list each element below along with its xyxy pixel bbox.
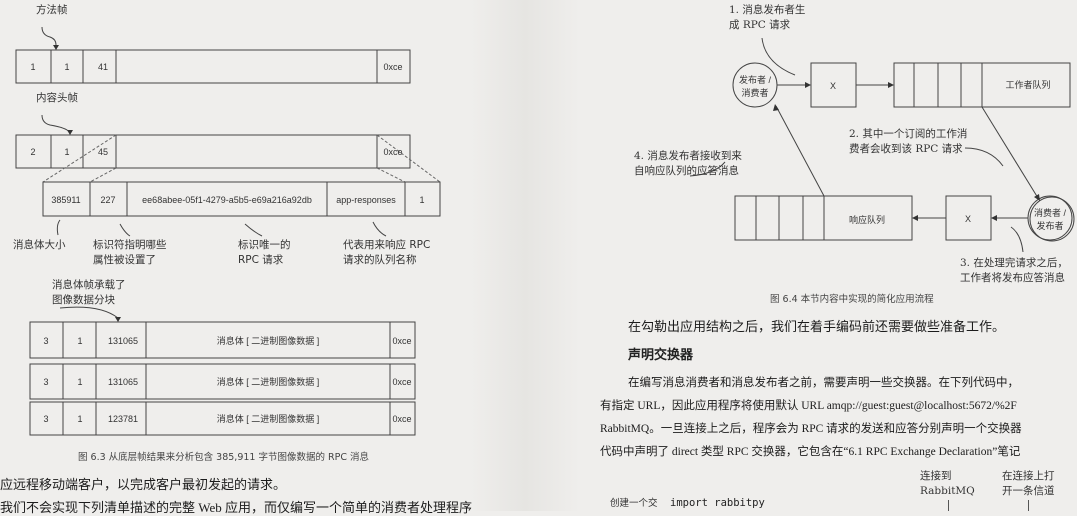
method-frame xyxy=(15,49,411,84)
correlation-annotation: 标识唯一的 RPC 请求 xyxy=(238,238,291,268)
annotation-line-text: 3. 在处理完请求之后， xyxy=(960,257,1068,269)
annotation-line-text: 标识唯一的 xyxy=(238,239,291,251)
cell: 消息体 [ 二进制图像数据 ] xyxy=(217,413,320,424)
node-label: 发布者 / xyxy=(739,74,772,85)
annotation-line-text: 自响应队列的应答消息 xyxy=(634,165,739,177)
cell: 0xce xyxy=(392,414,411,424)
cell: 消息体 [ 二进制图像数据 ] xyxy=(217,335,320,346)
cell: 1 xyxy=(64,147,69,157)
cell: 1 xyxy=(77,377,82,387)
annotation-line-text: 属性被设置了 xyxy=(93,254,156,266)
annotation-line-text: 成 RPC 请求 xyxy=(729,19,791,31)
body-frame-row: 3 1 131065 消息体 [ 二进制图像数据 ] 0xce xyxy=(43,376,411,387)
intro-text: 在勾勒出应用结构之后，我们在着手编码前还需要做些准备工作。 xyxy=(628,319,1006,334)
cell: 1 xyxy=(30,62,35,72)
annotation-line-text: 2. 其中一个订阅的工作消 xyxy=(849,128,968,140)
body-frame-row: 3 1 123781 消息体 [ 二进制图像数据 ] 0xce xyxy=(43,413,411,424)
cell: 227 xyxy=(100,195,115,205)
cell: 41 xyxy=(98,62,108,72)
code-line: import rabbitpy xyxy=(670,497,765,509)
annotation-line-text: 开一条信道 xyxy=(1002,485,1055,497)
cell: 131065 xyxy=(108,336,138,346)
annotation-line-text: 标识符指明哪些 xyxy=(93,239,167,251)
code-annotation-create: 创建一个交 xyxy=(610,498,658,509)
annotation-line-text: RabbitMQ xyxy=(920,485,975,497)
content-header-frame xyxy=(15,134,411,169)
annotation-line-text: 代表用来响应 RPC xyxy=(343,239,431,251)
code-annotation-connect: 连接到 RabbitMQ xyxy=(920,469,975,499)
cell: app-responses xyxy=(336,195,396,205)
response-queue-label: 响应队列 xyxy=(849,214,885,225)
flags-annotation: 标识符指明哪些属性被设置了 xyxy=(93,238,167,268)
step-1-annotation: 1. 消息发布者生成 RPC 请求 xyxy=(729,3,805,33)
figure-caption: 图 6.3 从底层帧结果来分析包含 385,911 字节图像数据的 RPC 消息 xyxy=(78,452,369,463)
cell: 消息体 [ 二进制图像数据 ] xyxy=(217,376,320,387)
cell: 123781 xyxy=(108,414,138,424)
publisher-consumer-node xyxy=(732,62,778,108)
cell: 0xce xyxy=(392,336,411,346)
consumer-publisher-node xyxy=(1027,195,1073,241)
node-label: 消费者 xyxy=(741,87,768,98)
node-label: 消费者 / xyxy=(1034,207,1067,218)
cell: 385911 xyxy=(51,195,80,205)
annotation-line-text: 1. 消息发布者生 xyxy=(729,4,806,16)
node-label: 发布者 xyxy=(1036,220,1063,231)
exchange-label: X xyxy=(965,214,971,224)
annotation-line-text: 请求的队列名称 xyxy=(343,254,417,266)
cell: 3 xyxy=(43,377,48,387)
cell: ee68abee-05f1-4279-a5b5-e69a216a92db xyxy=(142,195,312,205)
body-text-line: 应远程移动端客户，以完成客户最初发起的请求。 xyxy=(0,477,287,492)
code-annotation-channel: 在连接上打开一条信道 xyxy=(1002,469,1055,499)
annotation-line-text: 费者会收到该 RPC 请求 xyxy=(849,143,963,155)
annotation-line-text: 工作者将发布应答消息 xyxy=(960,272,1065,284)
step-3-annotation: 3. 在处理完请求之后， 工作者将发布应答消息 xyxy=(960,256,1068,286)
paragraph-line: 代码中声明了 direct 类型 RPC 交换器，它包含在“6.1 RPC Ex… xyxy=(600,446,1021,458)
method-frame-label: 方法帧 xyxy=(36,4,68,16)
content-header-label: 内容头帧 xyxy=(36,92,78,104)
annotation-line-text: 4. 消息发布者接收到来 xyxy=(634,150,742,162)
figure-caption: 图 6.4 本节内容中实现的简化应用流程 xyxy=(770,294,934,305)
header-payload-frame xyxy=(42,181,441,217)
section-heading: 声明交换器 xyxy=(628,348,694,363)
cell: 0xce xyxy=(383,147,402,157)
cell: 3 xyxy=(43,414,48,424)
body-size-annotation: 消息体大小 xyxy=(13,239,66,251)
cell: 1 xyxy=(77,414,82,424)
annotation-line-text: 在连接上打 xyxy=(1002,470,1055,482)
cell: 0xce xyxy=(383,62,402,72)
body-frame-row: 3 1 131065 消息体 [ 二进制图像数据 ] 0xce xyxy=(43,335,411,346)
paragraph-line: 有指定 URL，因此应用程序将使用默认 URL amqp://guest:gue… xyxy=(600,400,1017,412)
step-2-annotation: 2. 其中一个订阅的工作消费者会收到该 RPC 请求 xyxy=(849,127,967,157)
body-text-line: 我们不会实现下列清单描述的完整 Web 应用，而仅编写一个简单的消费者处理程序 xyxy=(0,500,472,515)
annotation-line-text: 消息体帧承载了 xyxy=(52,279,126,291)
annotation-line-text: 图像数据分块 xyxy=(52,294,115,306)
annotation-line-text: RPC 请求 xyxy=(238,254,284,266)
reply-to-annotation: 代表用来响应 RPC 请求的队列名称 xyxy=(343,238,430,268)
cell: 3 xyxy=(43,336,48,346)
paragraph-line: RabbitMQ。一旦连接上之后，程序会为 RPC 请求的发送和应答分别声明一个… xyxy=(600,423,1022,435)
step-4-annotation: 4. 消息发布者接收到来自响应队列的应答消息 xyxy=(634,149,742,179)
annotation-line xyxy=(1028,500,1029,511)
annotation-line xyxy=(948,500,949,511)
body-frames-annotation: 消息体帧承载了图像数据分块 xyxy=(52,278,126,308)
cell: 1 xyxy=(64,62,69,72)
exchange-label: X xyxy=(830,81,836,91)
cell: 0xce xyxy=(392,377,411,387)
annotation-line-text: 连接到 xyxy=(920,470,952,482)
paragraph-line: 在编写消息消费者和消息发布者之前，需要声明一些交换器。在下列代码中， xyxy=(628,377,1019,389)
cell: 2 xyxy=(30,147,35,157)
cell: 131065 xyxy=(108,377,138,387)
worker-queue-label: 工作者队列 xyxy=(1005,79,1050,90)
cell: 1 xyxy=(77,336,82,346)
book-gutter xyxy=(470,0,580,511)
cell: 1 xyxy=(419,195,424,205)
cell: 45 xyxy=(98,147,108,157)
